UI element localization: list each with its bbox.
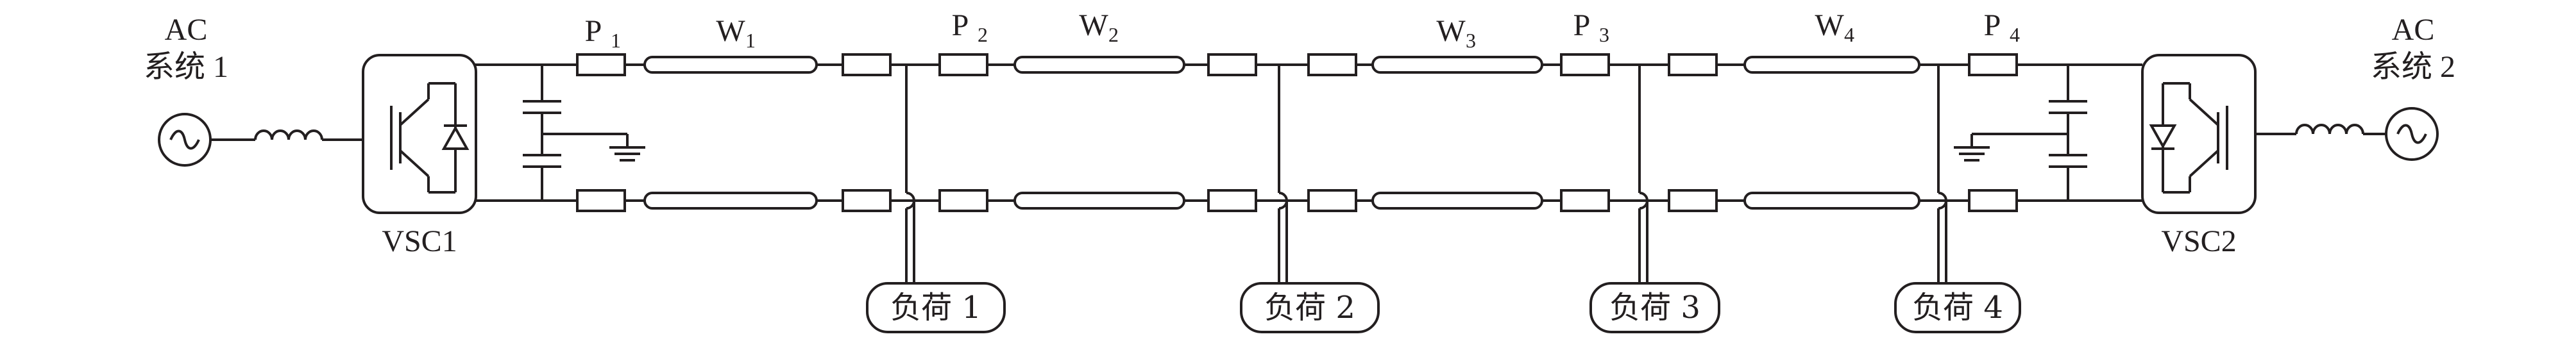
load-4-label: 负荷 4	[1912, 290, 2003, 326]
p3-subscript: 3	[1599, 23, 1609, 46]
inductor-right	[2255, 124, 2386, 135]
vsc2-converter-icon	[2141, 54, 2257, 214]
p2-subscript: 2	[978, 23, 988, 46]
ac-system-left-label-2: 系统 1	[144, 50, 228, 84]
load-2-box: 负荷 2	[1240, 282, 1380, 333]
breaker-2	[1207, 53, 1257, 212]
measure-p1	[576, 53, 626, 212]
load-3-label: 负荷 3	[1609, 290, 1700, 326]
ac-system-right-label-2: 系统 2	[2371, 50, 2455, 84]
p1-subscript: 1	[611, 29, 621, 52]
load-3-tap	[1638, 65, 1648, 287]
load-2-tap	[1278, 65, 1288, 287]
breaker-3	[1307, 53, 1357, 212]
load-1-label: 负荷 1	[890, 290, 981, 326]
p2-label: P	[952, 8, 969, 42]
w4-label: W	[1815, 8, 1844, 42]
p3-label: P	[1573, 8, 1591, 42]
ac-source-right	[2385, 107, 2439, 161]
vsc2-label: VSC2	[2161, 224, 2236, 258]
vsc1-label: VSC1	[382, 224, 457, 258]
load-1-tap	[905, 65, 915, 287]
measure-p2	[938, 53, 988, 212]
vsc1-converter-icon	[362, 54, 477, 214]
ac-system-left-label-1: AC	[165, 13, 208, 47]
ac-source-left	[158, 113, 255, 167]
ac-system-right-label-1: AC	[2392, 13, 2435, 47]
load-2-label: 负荷 2	[1264, 290, 1355, 326]
load-4-box: 负荷 4	[1894, 282, 2021, 333]
w2-label: W	[1079, 8, 1108, 42]
p4-label: P	[1984, 8, 2001, 42]
w2-subscript: 2	[1108, 23, 1119, 46]
line-w3	[1371, 56, 1543, 210]
measure-p3	[1560, 53, 1610, 212]
line-w1	[643, 56, 818, 210]
load-3-box: 负荷 3	[1589, 282, 1720, 333]
w1-subscript: 1	[745, 29, 756, 52]
measure-p4	[1968, 53, 2018, 212]
w3-subscript: 3	[1466, 29, 1476, 52]
w1-label: W	[716, 14, 745, 48]
w3-label: W	[1436, 14, 1466, 48]
dc-capacitor-right	[1970, 65, 2087, 201]
w4-subscript: 4	[1844, 23, 1854, 46]
load-4-tap	[1937, 65, 1947, 287]
line-w4	[1743, 56, 1920, 210]
dc-capacitor-left	[523, 65, 629, 201]
ground-icon-left	[609, 146, 645, 162]
p4-subscript: 4	[2010, 23, 2020, 46]
ground-icon-right	[1954, 146, 1990, 162]
breaker-1	[842, 53, 892, 212]
breaker-4	[1668, 53, 1718, 212]
load-1-box: 负荷 1	[866, 282, 1006, 333]
line-w2	[1013, 56, 1185, 210]
inductor-left	[254, 129, 363, 141]
p1-label: P	[585, 14, 602, 48]
